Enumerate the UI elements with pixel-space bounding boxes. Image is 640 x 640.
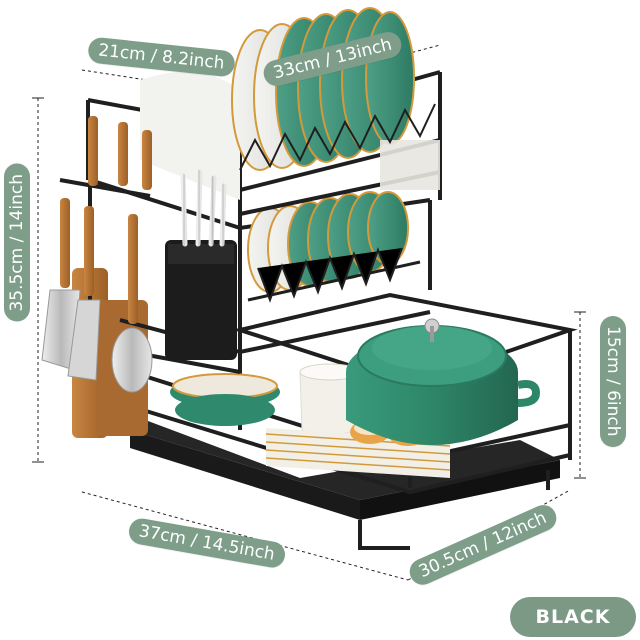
color-badge: BLACK bbox=[510, 597, 636, 637]
lower-height-label: 15cm / 6inch bbox=[600, 316, 626, 447]
green-pot bbox=[346, 318, 541, 445]
side-hook-utensils bbox=[41, 116, 153, 393]
middle-plates bbox=[247, 191, 421, 303]
drip-tray bbox=[130, 418, 560, 520]
utensil-holder bbox=[165, 169, 237, 360]
bottom-bowls bbox=[170, 363, 361, 436]
height-label: 35.5cm / 14inch bbox=[4, 164, 30, 322]
